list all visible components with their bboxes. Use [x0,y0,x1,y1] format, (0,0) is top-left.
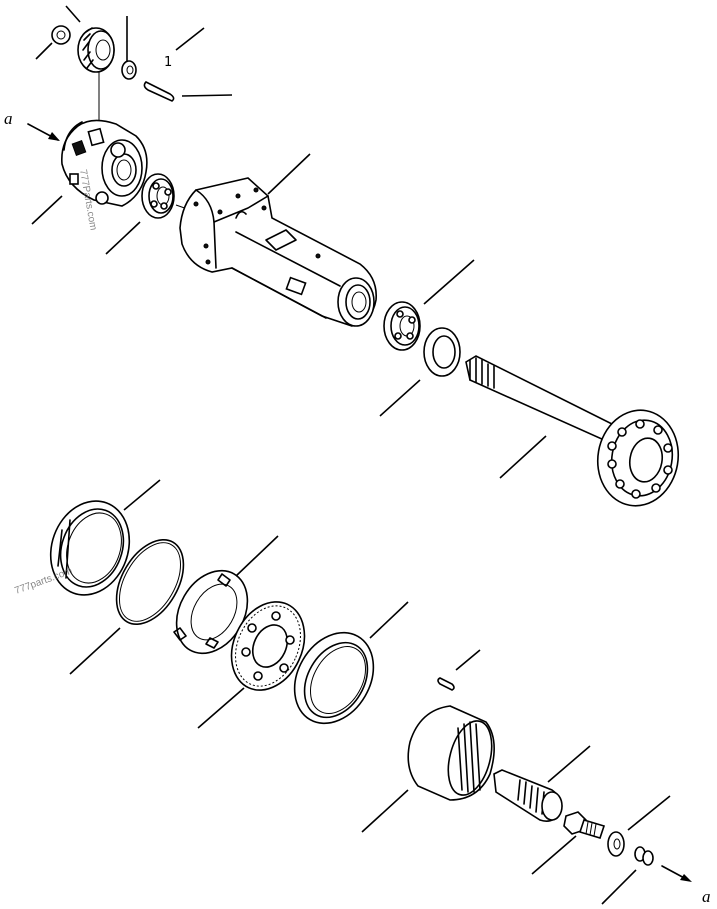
axle-housing [179,177,377,327]
leader-line [423,259,475,305]
leader-line [499,435,547,479]
leader-line [235,535,279,577]
spring-pin [437,677,455,691]
ball-bearing-inner [141,173,175,219]
leader-line [31,195,63,225]
needle-bearing [407,705,495,801]
flat-washer-small [121,60,137,80]
leader-line [455,649,481,671]
ball-bearing-outer [383,301,421,351]
arrow-head [48,132,60,141]
brake-piston-housing [49,500,131,596]
brake-ring [293,631,375,725]
leader-line [361,789,409,833]
lock-washer [634,846,654,866]
leader-line [369,601,409,639]
o-ring [115,538,185,626]
reference-a-bottom: a [702,887,711,906]
leader-line [181,94,233,97]
leader-line [123,479,161,511]
leader-line [627,795,671,831]
item-number-label: 1 [164,55,172,70]
leader-line [65,5,81,23]
leader-line [69,627,121,675]
oil-seal-ring [423,327,461,377]
leader-line [197,687,245,729]
leader-line [175,27,205,51]
leader-line [379,379,421,417]
reference-a-top: a [4,109,13,128]
leader-line [531,835,577,875]
axle-shaft [465,355,680,507]
planetary-carrier-housing [61,119,148,207]
leader-line [267,153,311,195]
leader-line [35,42,53,60]
hex-nut-small [51,25,71,45]
friction-disc [230,601,306,691]
splined-drive-shaft [493,769,563,822]
flat-washer [607,831,625,857]
leader-line [601,869,637,905]
hex-bolt [563,811,606,839]
leader-line [105,221,141,255]
dowel-pin [143,81,175,102]
roller-bearing-top [77,27,115,73]
arrow-head [680,874,692,882]
leader-line [547,745,591,783]
